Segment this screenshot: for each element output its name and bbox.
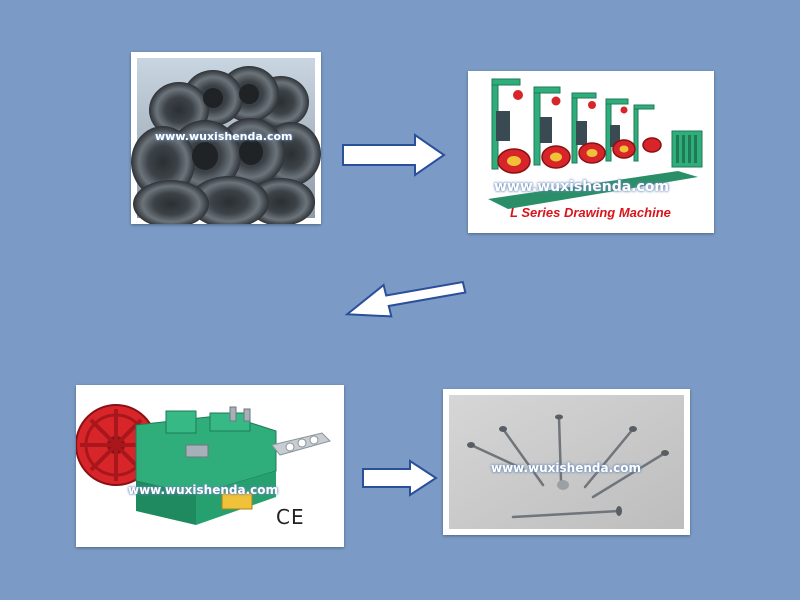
arrow-right-1 bbox=[340, 132, 448, 178]
nail-making-machine-card: www.wuxishenda.com CE bbox=[76, 385, 344, 547]
finished-nails-card: www.wuxishenda.com bbox=[443, 389, 690, 535]
wire-rod-coils-card: www.wuxishenda.com bbox=[131, 52, 321, 224]
watermark: www.wuxishenda.com bbox=[491, 461, 641, 475]
drawing-machine-caption: L Series Drawing Machine bbox=[510, 205, 671, 220]
coil-stack bbox=[131, 66, 321, 224]
watermark: www.wuxishenda.com bbox=[128, 483, 278, 497]
ce-mark: CE bbox=[276, 505, 305, 529]
arrow-down-left bbox=[344, 254, 474, 338]
watermark: www.wuxishenda.com bbox=[494, 179, 669, 195]
watermark: www.wuxishenda.com bbox=[155, 130, 293, 143]
drawing-machine-card: www.wuxishenda.com L Series Drawing Mach… bbox=[468, 71, 714, 233]
arrow-right-2 bbox=[360, 458, 440, 498]
